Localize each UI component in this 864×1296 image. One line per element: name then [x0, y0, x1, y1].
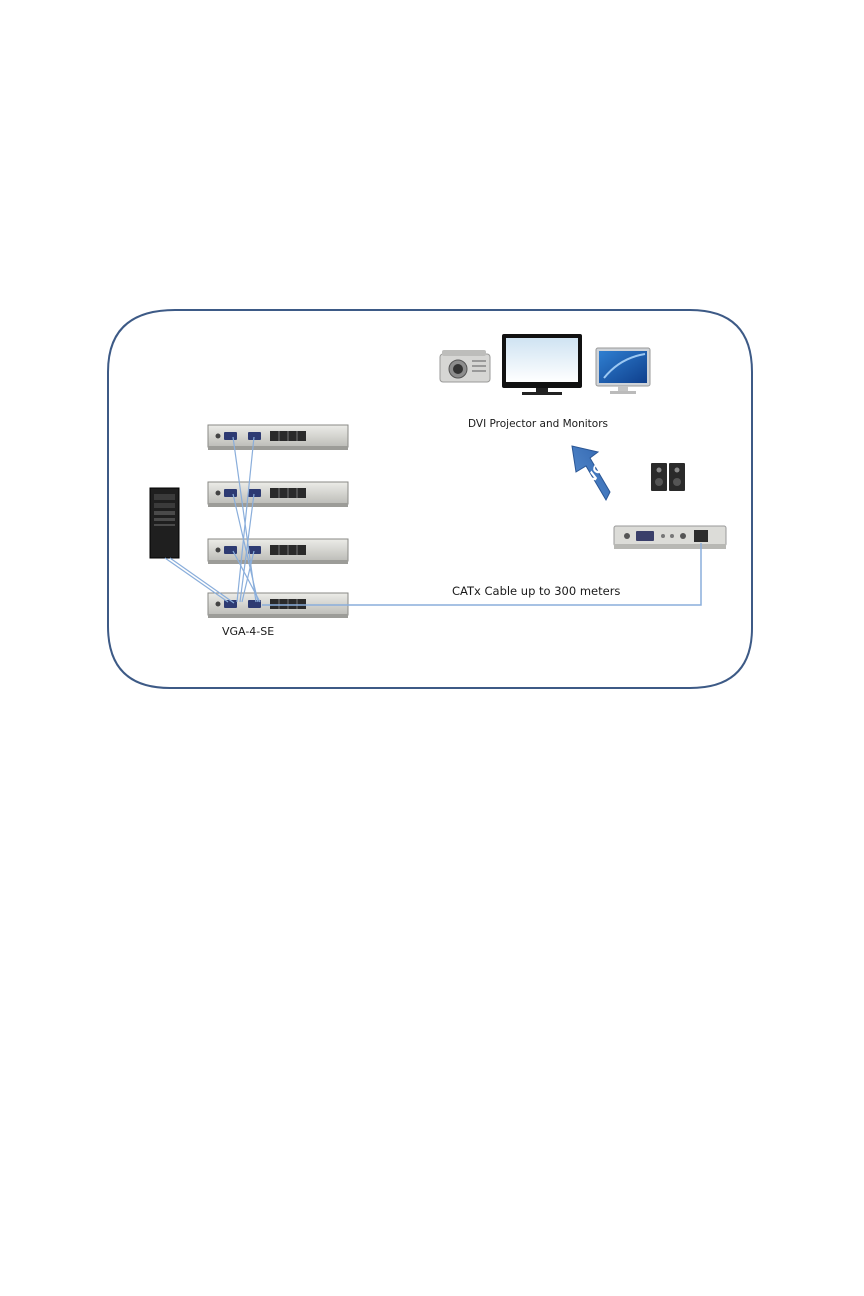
- flat-tv-icon: [502, 334, 582, 395]
- splitter-label: VGA-4-SE: [222, 625, 275, 638]
- splitter-unit-2: [207, 481, 349, 507]
- splitter-unit-3: [207, 538, 349, 564]
- speakers-icon: [651, 463, 685, 491]
- vga-arrow-icon: [571, 445, 611, 502]
- receiver-icon: [613, 525, 727, 549]
- cable-label: CATx Cable up to 300 meters: [452, 584, 621, 598]
- tower-pc-icon: [149, 487, 180, 559]
- displays-label: DVI Projector and Monitors: [468, 418, 608, 430]
- catx-cable: [262, 543, 702, 606]
- diagram-frame: [107, 309, 753, 689]
- splitter-unit-1: [207, 424, 349, 450]
- lcd-monitor-icon: [595, 347, 651, 394]
- vga-cables: [164, 436, 261, 604]
- projector-icon: [439, 350, 491, 383]
